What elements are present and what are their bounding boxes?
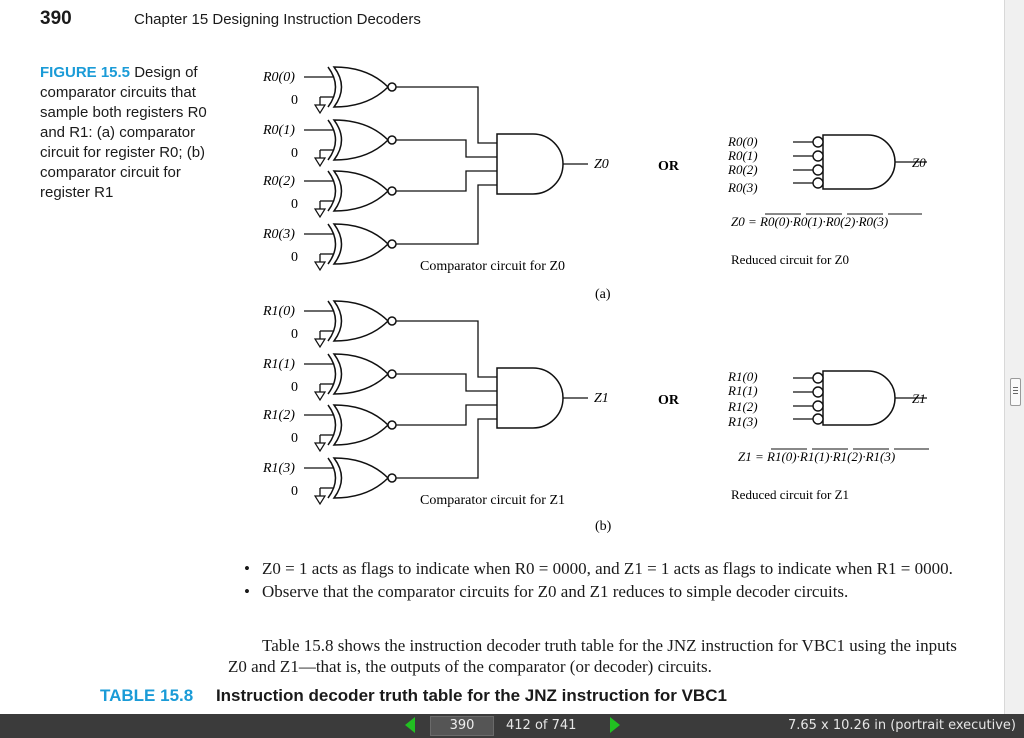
reduced-output-z1: Z1: [912, 391, 926, 406]
input-label-a2: R0(2): [262, 174, 295, 189]
figure-caption-text: Design of comparator circuits that sampl…: [40, 64, 207, 201]
reduced-input-b1: R1(1): [727, 383, 758, 398]
reduced-label-b: Reduced circuit for Z1: [731, 487, 849, 502]
comparator-figure: R0(0) 0 R0(1) 0 R0(2) 0 R0(3) 0 Z0 OR Co…: [262, 66, 929, 534]
document-page: 390 Chapter 15 Designing Instruction Dec…: [0, 0, 1004, 714]
reduced-input-a0: R0(0): [727, 134, 758, 149]
scrollbar-thumb[interactable]: [1010, 378, 1021, 406]
equation-z0: Z0 = R0(0)·R0(1)·R0(2)·R0(3): [731, 214, 888, 229]
zero-label: 0: [291, 146, 298, 161]
reduced-input-b2: R1(2): [727, 399, 758, 414]
zero-label: 0: [291, 93, 298, 108]
bullet-list: Z0 = 1 acts as flags to indicate when R0…: [244, 558, 974, 604]
zero-label: 0: [291, 380, 298, 395]
or-label: OR: [658, 159, 680, 174]
output-label-z1: Z1: [594, 391, 609, 406]
comparator-circuit-b: R1(0) 0 R1(1) 0 R1(2) 0 R1(3) 0 Z1 OR Co…: [262, 300, 680, 534]
reduced-circuit-a: R0(0) R0(1) R0(2) R0(3) Z0 Z0 = R0(0)·R0…: [727, 134, 928, 267]
output-label-z0: Z0: [594, 157, 609, 172]
circuit-label-b: Comparator circuit for Z1: [420, 493, 565, 508]
figure-label: FIGURE 15.5: [40, 64, 131, 81]
table-caption: TABLE 15.8 Instruction decoder truth tab…: [100, 686, 727, 706]
reduced-output-z0: Z0: [912, 155, 926, 170]
zero-label: 0: [291, 431, 298, 446]
reduced-label-a: Reduced circuit for Z0: [731, 252, 849, 267]
equation-z1: Z1 = R1(0)·R1(1)·R1(2)·R1(3): [738, 449, 895, 464]
comparator-circuit-a: R0(0) 0 R0(1) 0 R0(2) 0 R0(3) 0 Z0 OR Co…: [262, 66, 680, 302]
table-caption-text: Instruction decoder truth table for the …: [215, 686, 727, 705]
input-label-b0: R1(0): [262, 304, 295, 319]
page-number-input[interactable]: 390: [430, 716, 494, 736]
input-label-b1: R1(1): [262, 357, 295, 372]
status-bar: 390 412 of 741 7.65 x 10.26 in (portrait…: [0, 714, 1024, 738]
reduced-input-a3: R0(3): [727, 180, 758, 195]
page-size-info: 7.65 x 10.26 in (portrait executive): [787, 718, 1016, 733]
reduced-input-b3: R1(3): [727, 414, 758, 429]
zero-label: 0: [291, 197, 298, 212]
reduced-input-a1: R0(1): [727, 148, 758, 163]
bullet-item: Observe that the comparator circuits for…: [244, 581, 974, 602]
reduced-input-b0: R1(0): [727, 369, 758, 384]
zero-label: 0: [291, 327, 298, 342]
figure-caption: FIGURE 15.5 Design of comparator circuit…: [40, 63, 235, 203]
previous-page-icon[interactable]: [405, 717, 415, 733]
input-label-a0: R0(0): [262, 70, 295, 85]
reduced-input-a2: R0(2): [727, 162, 758, 177]
or-label: OR: [658, 393, 680, 408]
input-label-b2: R1(2): [262, 408, 295, 423]
table-label: TABLE 15.8: [100, 686, 194, 705]
next-page-icon[interactable]: [610, 717, 620, 733]
zero-label: 0: [291, 484, 298, 499]
zero-label: 0: [291, 250, 298, 265]
circuit-label-a: Comparator circuit for Z0: [420, 259, 565, 274]
input-label-a3: R0(3): [262, 227, 295, 242]
reduced-circuit-b: R1(0) R1(1) R1(2) R1(3) Z1 Z1 = R1(0)·R1…: [727, 369, 929, 502]
chapter-title: Chapter 15 Designing Instruction Decoder…: [134, 11, 421, 28]
input-label-a1: R0(1): [262, 123, 295, 138]
body-paragraph: Table 15.8 shows the instruction decoder…: [228, 636, 957, 676]
sub-label-b: (b): [595, 519, 612, 534]
vertical-scrollbar[interactable]: [1004, 0, 1024, 714]
page-count: 412 of 741: [506, 718, 577, 733]
bullet-item: Z0 = 1 acts as flags to indicate when R0…: [244, 558, 974, 579]
input-label-b3: R1(3): [262, 461, 295, 476]
sub-label-a: (a): [595, 287, 611, 302]
page-number: 390: [40, 8, 72, 29]
